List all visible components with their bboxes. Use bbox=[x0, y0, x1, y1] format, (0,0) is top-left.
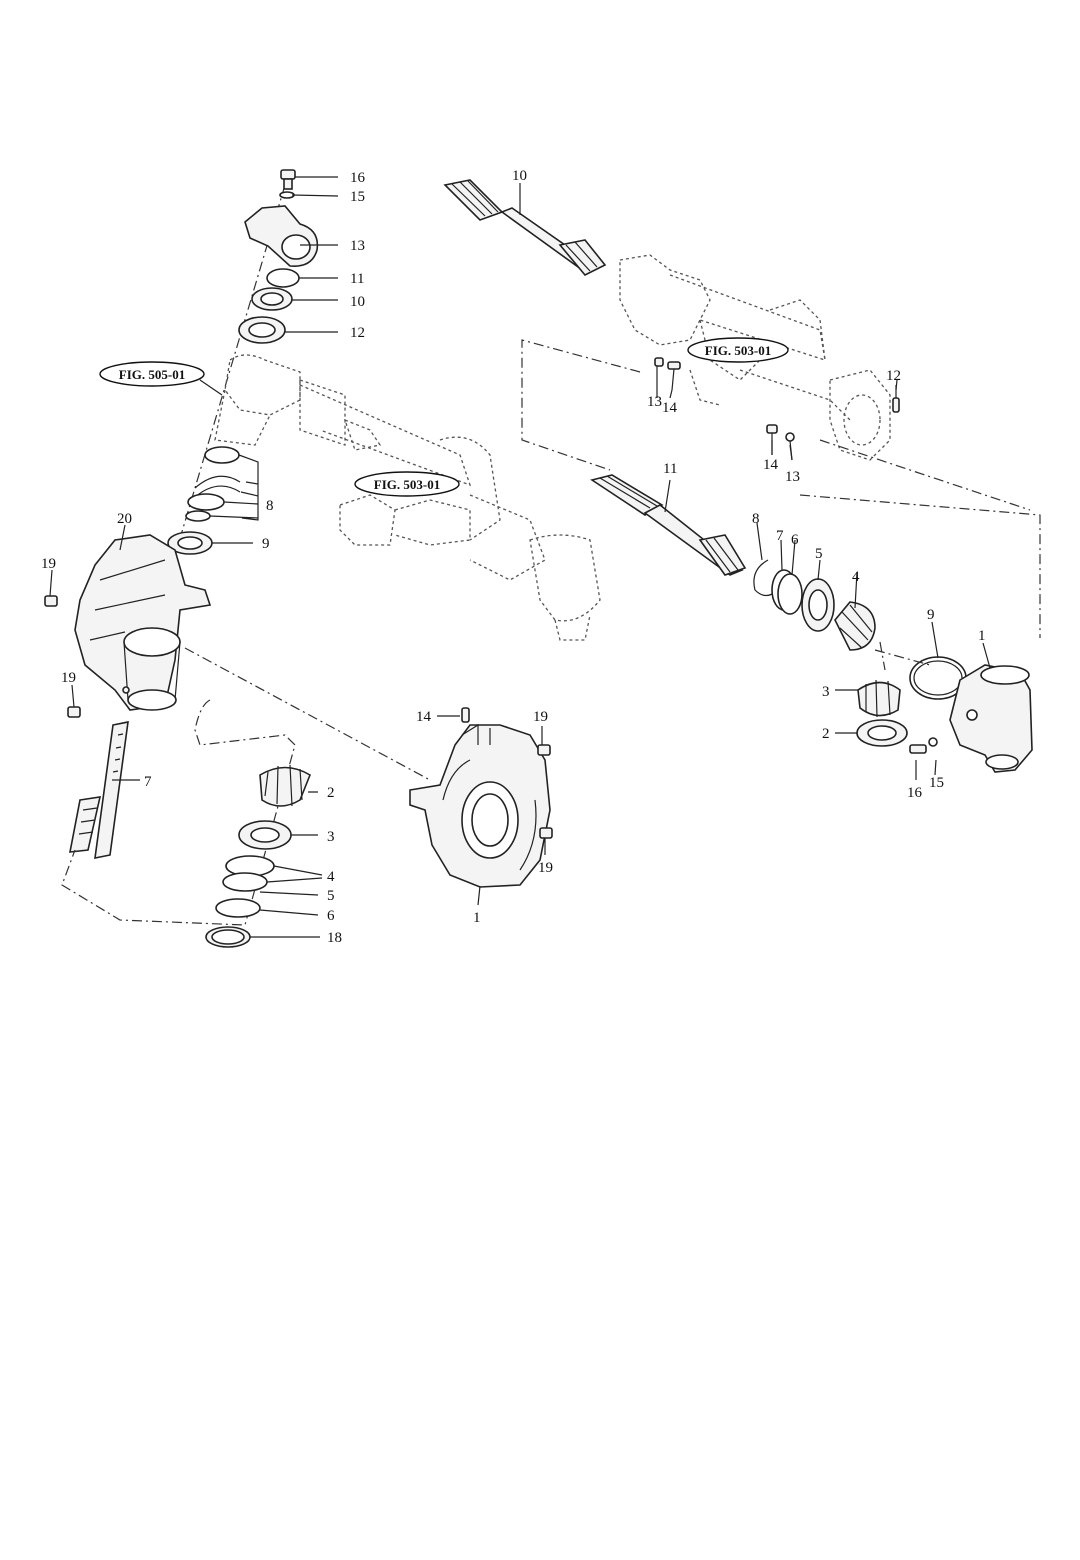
bolt-part bbox=[910, 745, 926, 753]
callout-10: 10 bbox=[512, 168, 527, 184]
callout-13: 13 bbox=[350, 238, 365, 254]
figure-ref-503-01-right: FIG. 503-01 bbox=[688, 338, 788, 362]
bevel-gear-part bbox=[835, 602, 875, 650]
shaft-part bbox=[70, 722, 128, 858]
callout-14: 14 bbox=[763, 457, 779, 473]
axle-shaft-part bbox=[445, 180, 605, 275]
callout-1: 1 bbox=[978, 628, 986, 644]
dowel-pin-part bbox=[462, 708, 469, 722]
callout-9: 9 bbox=[927, 607, 935, 623]
figure-ref-503-01-left: FIG. 503-01 bbox=[355, 472, 459, 496]
callout-4: 4 bbox=[852, 569, 860, 585]
figure-ref-label: FIG. 503-01 bbox=[374, 477, 440, 492]
plug-part bbox=[68, 707, 80, 717]
callout-8: 8 bbox=[266, 498, 274, 514]
callout-7: 7 bbox=[776, 528, 784, 544]
cap-part bbox=[245, 206, 317, 266]
snap-ring-part bbox=[205, 447, 239, 463]
callout-16: 16 bbox=[350, 170, 366, 186]
figure-ref-label: FIG. 503-01 bbox=[705, 343, 771, 358]
callout-12: 12 bbox=[886, 368, 901, 384]
callout-13: 13 bbox=[647, 394, 662, 410]
callout-2: 2 bbox=[822, 726, 830, 742]
callout-16: 16 bbox=[907, 785, 923, 801]
washer-part bbox=[929, 738, 937, 746]
kingpin-housing-part bbox=[75, 535, 210, 710]
callout-14: 14 bbox=[662, 400, 678, 416]
callout-18: 18 bbox=[327, 930, 342, 946]
callout-15: 15 bbox=[929, 775, 944, 791]
callout-6: 6 bbox=[791, 532, 799, 548]
ring-part bbox=[267, 269, 299, 287]
right-assembly: FIG. 503-01 bbox=[445, 180, 1040, 780]
bolt-part bbox=[655, 358, 899, 441]
figure-ref-label: FIG. 505-01 bbox=[119, 367, 185, 382]
end-cap-housing-part bbox=[950, 665, 1032, 772]
callout-13: 13 bbox=[785, 469, 800, 485]
callout-19: 19 bbox=[533, 709, 548, 725]
callout-7: 7 bbox=[144, 774, 152, 790]
callout-11: 11 bbox=[663, 461, 677, 477]
axle-housing-part bbox=[410, 725, 550, 887]
callout-11: 11 bbox=[350, 271, 364, 287]
callout-9: 9 bbox=[262, 536, 270, 552]
figure-ref-505-01: FIG. 505-01 bbox=[100, 362, 222, 395]
callout-19: 19 bbox=[538, 860, 553, 876]
bevel-gear-part bbox=[858, 680, 900, 717]
callout-20: 20 bbox=[117, 511, 132, 527]
callout-10: 10 bbox=[350, 294, 365, 310]
callout-15: 15 bbox=[350, 189, 365, 205]
callout-8: 8 bbox=[752, 511, 760, 527]
plug-part bbox=[538, 745, 550, 755]
callout-3: 3 bbox=[822, 684, 830, 700]
callout-6: 6 bbox=[327, 908, 335, 924]
callout-19: 19 bbox=[61, 670, 76, 686]
callout-2: 2 bbox=[327, 785, 335, 801]
callout-3: 3 bbox=[327, 829, 335, 845]
callout-5: 5 bbox=[815, 546, 823, 562]
callout-5: 5 bbox=[327, 888, 335, 904]
callout-4: 4 bbox=[327, 869, 335, 885]
plug-part bbox=[45, 596, 57, 606]
plug-part bbox=[540, 828, 552, 838]
callout-1: 1 bbox=[473, 910, 481, 926]
washer-part bbox=[280, 192, 294, 198]
bolt-part bbox=[281, 170, 295, 189]
callout-14: 14 bbox=[416, 709, 432, 725]
callout-19: 19 bbox=[41, 556, 56, 572]
bevel-gear-part bbox=[260, 765, 310, 806]
callout-12: 12 bbox=[350, 325, 365, 341]
